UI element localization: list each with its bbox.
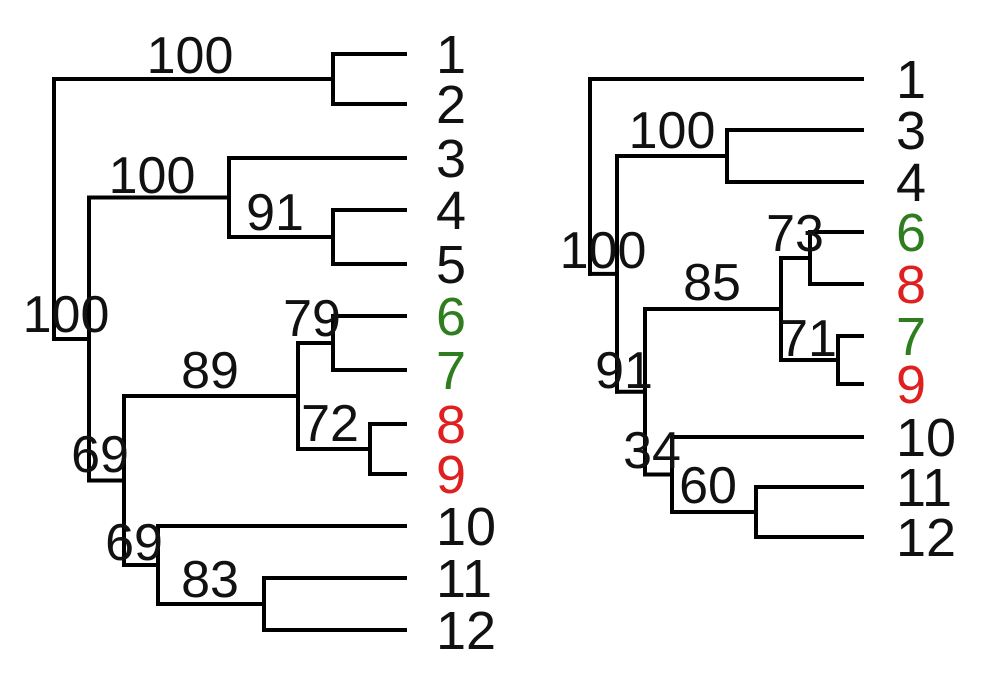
leaf-label: 8 <box>896 255 926 315</box>
bootstrap-support-label: 100 <box>560 222 647 280</box>
leaf-label: 3 <box>896 101 926 161</box>
bootstrap-support-label: 89 <box>181 342 239 400</box>
leaf-label: 2 <box>436 75 466 135</box>
leaf-label: 7 <box>896 307 926 367</box>
leaf-label: 6 <box>436 287 466 347</box>
leaf-label: 11 <box>436 549 492 609</box>
bootstrap-support-label: 34 <box>623 422 681 480</box>
bootstrap-support-label: 69 <box>71 426 129 484</box>
leaf-label: 10 <box>896 408 956 468</box>
leaf-label: 3 <box>436 129 466 189</box>
leaf-label: 10 <box>436 497 496 557</box>
bootstrap-support-label: 100 <box>629 102 716 160</box>
bootstrap-support-label: 100 <box>23 286 110 344</box>
leaf-label: 5 <box>436 235 466 295</box>
bootstrap-support-label: 60 <box>679 457 737 515</box>
bootstrap-support-label: 83 <box>181 551 239 609</box>
bootstrap-support-label: 100 <box>147 27 234 85</box>
bootstrap-support-label: 100 <box>109 147 196 205</box>
leaf-label: 1 <box>436 25 466 85</box>
leaf-label: 9 <box>896 355 926 415</box>
bootstrap-support-label: 91 <box>595 342 653 400</box>
leaf-label: 12 <box>896 508 956 568</box>
bootstrap-support-label: 69 <box>105 514 163 572</box>
leaf-label: 11 <box>896 458 952 518</box>
leaf-label: 1 <box>896 50 926 110</box>
bootstrap-support-label: 73 <box>766 205 824 263</box>
leaf-label: 8 <box>436 395 466 455</box>
leaf-label: 4 <box>896 153 926 213</box>
leaf-label: 6 <box>896 203 926 263</box>
bootstrap-support-label: 71 <box>779 310 837 368</box>
leaf-label: 12 <box>436 601 496 661</box>
leaf-label: 7 <box>436 341 466 401</box>
leaf-label: 4 <box>436 181 466 241</box>
bootstrap-support-label: 72 <box>301 395 359 453</box>
bootstrap-support-label: 85 <box>683 254 741 312</box>
bootstrap-support-label: 79 <box>283 290 341 348</box>
leaf-label: 9 <box>436 445 466 505</box>
bootstrap-support-label: 91 <box>246 184 304 242</box>
